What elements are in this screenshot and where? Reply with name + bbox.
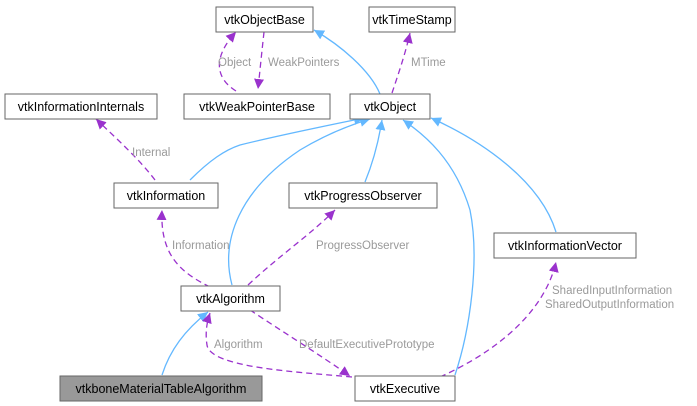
edge-internal — [95, 118, 156, 181]
edge-weak-pointers — [254, 31, 265, 90]
edge-vtkexecutive-to-vtkobject — [402, 119, 475, 376]
edge-label-object: Object — [218, 57, 252, 69]
node-vtkweakpointerbase[interactable]: vtkWeakPointerBase — [183, 93, 331, 120]
node-label-vtkinformation: vtkInformation — [127, 189, 206, 203]
edge-label-default-executive-prototype: DefaultExecutivePrototype — [299, 339, 435, 351]
node-vtkinformationvector[interactable]: vtkInformationVector — [493, 232, 637, 259]
node-vtktimestamp[interactable]: vtkTimeStamp — [368, 6, 456, 33]
node-label-vtkbonematerialtablealgorithm: vtkboneMaterialTableAlgorithm — [76, 382, 247, 396]
edge-information — [156, 209, 211, 288]
node-label-vtkobjectbase: vtkObjectBase — [224, 13, 305, 27]
edge-label-shared-output-information: SharedOutputInformation — [545, 299, 674, 311]
node-vtkbonematerialtablealgorithm[interactable]: vtkboneMaterialTableAlgorithm — [59, 375, 263, 402]
edge-shared-information — [439, 261, 559, 378]
edge-label-weak-pointers: WeakPointers — [268, 57, 340, 69]
edge-label-internal: Internal — [132, 147, 170, 159]
edge-vtkinformation-to-vtkobject — [189, 115, 365, 181]
edge-label-shared-input-information: SharedInputInformation — [552, 285, 672, 297]
node-vtkalgorithm[interactable]: vtkAlgorithm — [180, 285, 281, 312]
edge-algorithm — [202, 312, 353, 378]
node-label-vtktimestamp: vtkTimeStamp — [372, 13, 451, 27]
edge-label-information: Information — [172, 240, 230, 252]
node-vtkprogressobserver[interactable]: vtkProgressObserver — [288, 182, 438, 209]
edge-label-progress-observer: ProgressObserver — [316, 240, 409, 252]
node-vtkexecutive[interactable]: vtkExecutive — [354, 375, 456, 402]
edge-default-executive-prototype — [249, 309, 351, 377]
node-vtkobject[interactable]: vtkObject — [349, 93, 431, 120]
edge-vtkobject-to-vtkobjectbase — [313, 29, 381, 95]
node-label-vtkinformationinternals: vtkInformationInternals — [18, 100, 144, 114]
edge-vtkprogressobserver-to-vtkobject — [364, 119, 386, 183]
edge-label-algorithm: Algorithm — [214, 339, 263, 351]
node-label-vtkobject: vtkObject — [364, 100, 417, 114]
edge-mtime — [391, 32, 413, 94]
edge-label-mtime: MTime — [411, 57, 446, 69]
node-vtkinformation[interactable]: vtkInformation — [113, 182, 219, 209]
node-vtkinformationinternals[interactable]: vtkInformationInternals — [4, 93, 158, 120]
node-label-vtkweakpointerbase: vtkWeakPointerBase — [199, 100, 315, 114]
edge-progress-observer — [247, 209, 336, 286]
edge-object — [218, 31, 237, 92]
node-label-vtkinformationvector: vtkInformationVector — [508, 239, 622, 253]
node-label-vtkalgorithm: vtkAlgorithm — [196, 292, 265, 306]
node-vtkobjectbase[interactable]: vtkObjectBase — [215, 6, 314, 33]
edge-vtkbonematerialtablealgorithm-to-vtkalgorithm — [161, 311, 209, 376]
node-label-vtkexecutive: vtkExecutive — [370, 382, 440, 396]
edge-vtkinformationvector-to-vtkobject — [430, 117, 557, 233]
edge-vtkalgorithm-to-vtkobject — [228, 117, 371, 286]
node-label-vtkprogressobserver: vtkProgressObserver — [304, 189, 421, 203]
